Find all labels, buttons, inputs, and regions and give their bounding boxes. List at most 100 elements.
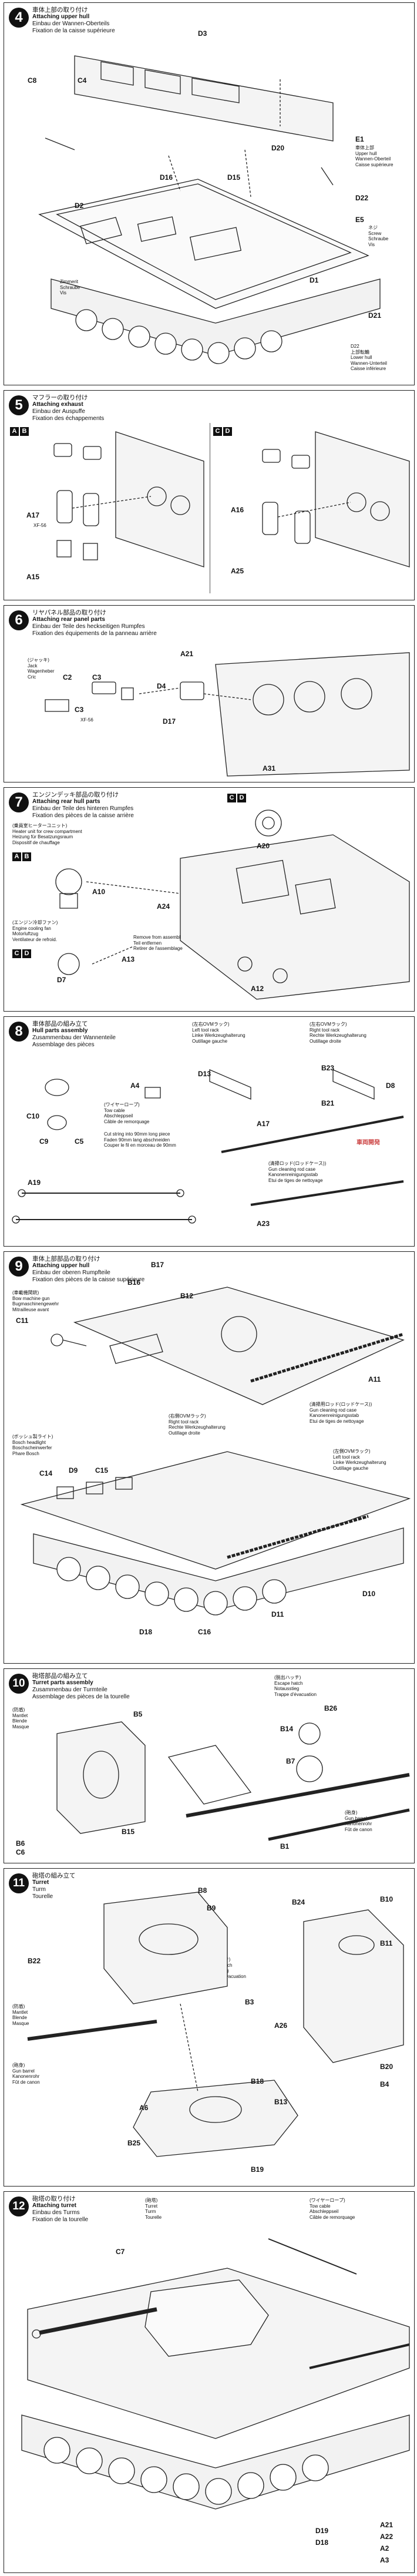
turret-assembly-drawing (27, 1892, 404, 2157)
label-d16: D16 (160, 173, 173, 182)
label-c7: C7 (116, 2248, 125, 2256)
step-number: 12 (9, 2197, 29, 2216)
label-c16: C16 (198, 1628, 211, 1636)
label-c3b: C3 (75, 706, 84, 714)
label-a15: A15 (26, 573, 40, 581)
left-tool-rack: (左側OVMラック) Left tool rack Linke Werkzeug… (333, 1449, 386, 1471)
label-b1: B1 (280, 1842, 290, 1850)
step-11-panel: 11 砲塔の組み立て Turret Turm Tourelle (防盾) Man… (4, 1868, 415, 2187)
label-b22: B22 (28, 1957, 41, 1965)
label-b8: B8 (198, 1886, 207, 1895)
label-a17: A17 (26, 511, 40, 519)
label-d8: D8 (386, 1082, 395, 1090)
bosch-note: (ボッシュ製ライト) Bosch headlight Boschscheinwe… (12, 1434, 53, 1456)
label-b20: B20 (380, 2063, 394, 2071)
mantlet-note: (防盾) Mantlet Blende Masque (12, 1707, 29, 1729)
right-tool-rack: (右側OVMラック) Right tool rack Rechte Werkze… (169, 1413, 226, 1436)
step-titles: リヤパネル部品の取り付け Attaching rear panel parts … (32, 609, 157, 637)
label-b11: B11 (380, 1939, 393, 1947)
label-d19: D19 (315, 2527, 329, 2535)
label-c15: C15 (95, 1466, 109, 1475)
label-d3: D3 (198, 29, 207, 38)
step-number: 7 (9, 792, 29, 812)
label-b16: B16 (127, 1278, 141, 1287)
note-d22: D22 上部転輪 Lower hull Wannen-Unterteil Cai… (351, 344, 387, 371)
step-12-panel: 12 砲塔の取り付け Attaching turret Einbau des T… (4, 2191, 415, 2573)
step-titles: 車体上部部品の取り付け Attaching upper hull Einbau … (32, 1255, 145, 1283)
cleaning-rod-note: (清掃ロッド(ロッドケース)) Gun cleaning rod case Ka… (268, 1161, 327, 1183)
tow-cable-note: (ワイヤーロープ) Tow cable Abschleppseil Câble … (104, 1102, 150, 1124)
upper-hull-parts-drawing (20, 1287, 411, 1616)
step-titles: 車体部品の組み立て Hull parts assembly Zusammenba… (32, 1020, 116, 1048)
label-b19: B19 (251, 2165, 264, 2174)
step-4-panel: 4 車体上部の取り付け Attaching upper hull Einbau … (4, 2, 415, 385)
label-b7: B7 (286, 1757, 295, 1765)
label-d17: D17 (163, 717, 176, 726)
label-c9: C9 (39, 1137, 49, 1146)
label-c11: C11 (16, 1316, 29, 1325)
label-a31: A31 (263, 764, 276, 773)
note-screw: ネジ Screw Schraube Vis (368, 225, 389, 247)
label-b18: B18 (251, 2077, 264, 2085)
step-number: 9 (9, 1257, 29, 1277)
label-d20: D20 (271, 144, 285, 152)
label-a3: A3 (380, 2556, 389, 2564)
label-a25: A25 (231, 567, 244, 575)
label-c3: C3 (92, 673, 102, 681)
right-tool-rack: (左右OVMラック) Right tool rack Rechte Werkze… (310, 1022, 366, 1044)
heater-note: (乗員室ヒーターユニット) Heater unit for crew compa… (12, 823, 82, 845)
step-titles: 砲塔の組み立て Turret Turm Tourelle (32, 1872, 76, 1900)
paint-xf56: XF-56 (80, 717, 93, 723)
label-d18: D18 (139, 1628, 153, 1636)
label-d1: D1 (310, 276, 319, 284)
step-number: 5 (9, 395, 29, 415)
jack-note: (ジャッキ) Jack Wagenheber Cric (28, 657, 55, 680)
label-b10: B10 (380, 1895, 394, 1903)
step-titles: 砲塔部品の組み立て Turret parts assembly Zusammen… (32, 1672, 130, 1700)
tow-cable-note: (ワイヤーロープ) Tow cable Abschleppseil Câble … (310, 2198, 355, 2220)
paint-xf56: XF-56 (33, 523, 46, 528)
label-e1: E1 (355, 135, 364, 143)
label-a21: A21 (380, 2521, 394, 2529)
label-a21: A21 (180, 650, 194, 658)
label-d15: D15 (227, 173, 241, 182)
label-d22: D22 (355, 194, 369, 202)
label-b4: B4 (380, 2080, 389, 2088)
step-10-panel: 10 砲塔部品の組み立て Turret parts assembly Zusam… (4, 1668, 415, 1863)
upper-hull-drawing (38, 55, 381, 364)
step-number: 10 (9, 1674, 29, 1694)
label-d13: D13 (198, 1070, 211, 1078)
label-c2: C2 (63, 673, 72, 681)
step-titles: マフラーの取り付け Attaching exhaust Einbau der A… (32, 394, 105, 422)
label-c10: C10 (26, 1112, 40, 1120)
label-d7: D7 (57, 976, 66, 984)
cut-note: Cut string into 90mm long piece Faden 90… (104, 1131, 176, 1148)
label-a20: A20 (257, 842, 270, 850)
escape-hatch-note: (脱出ハッチ) Escape hatch Notausstieg Trappe … (274, 1675, 317, 1697)
label-a24: A24 (157, 902, 170, 911)
label-c14: C14 (39, 1469, 53, 1477)
label-a11: A11 (368, 1375, 381, 1383)
step-9-panel: 9 車体上部部品の取り付け Attaching upper hull Einba… (4, 1251, 415, 1664)
label-d21: D21 (368, 311, 382, 320)
label-c8: C8 (28, 76, 37, 85)
step-number: 6 (9, 610, 29, 630)
label-b23: B23 (321, 1064, 335, 1072)
label-b15: B15 (122, 1828, 135, 1836)
step-number: 11 (9, 1873, 29, 1893)
label-b13: B13 (274, 2098, 288, 2106)
label-b24: B24 (292, 1898, 305, 1906)
gun-barrel-note: (砲身) Gun barrel Kanonenrohr Fût de canon (12, 2063, 40, 2085)
step-6-panel: 6 リヤパネル部品の取り付け Attaching rear panel part… (4, 605, 415, 782)
final-assembly-drawing (21, 2238, 410, 2510)
note-e1: 車体上部 Upper hull Wannen-Oberteil Caisse s… (355, 145, 394, 167)
label-a26: A26 (274, 2021, 288, 2030)
mantlet-note: (防盾) Mantlet Blende Masque (12, 2004, 29, 2026)
bow-mg-note: (車載機関銃) Bow machine gun Bugmaschinengewe… (12, 1290, 59, 1312)
label-b17: B17 (151, 1261, 164, 1269)
label-d4: D4 (157, 682, 166, 690)
label-d18: D18 (315, 2538, 329, 2547)
cleaning-rod-note: (清掃用ロッド(ロッドケース)) Gun cleaning rod case K… (310, 1402, 372, 1424)
